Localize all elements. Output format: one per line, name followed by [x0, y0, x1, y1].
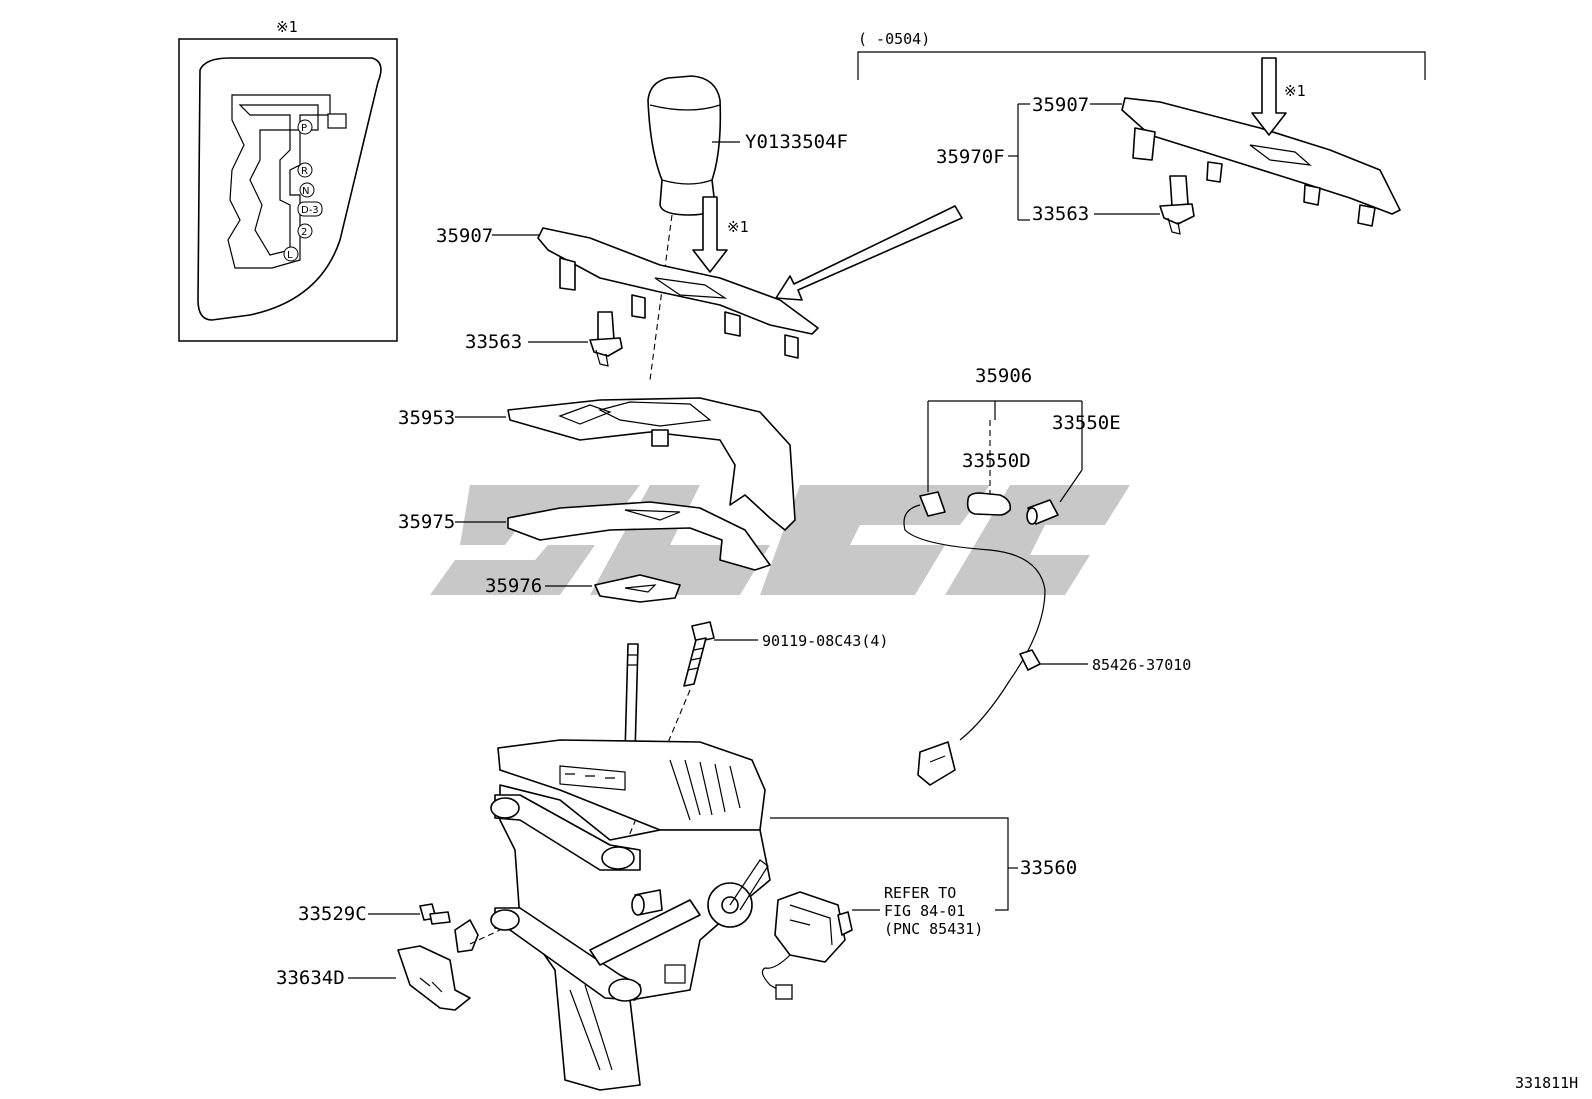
date-range-label: ( -0504) — [858, 30, 930, 48]
label-bolt: 90119-08C43(4) — [762, 632, 888, 650]
bulb-33550d — [966, 492, 1012, 516]
label-wire-clip: 85426-37010 — [1092, 656, 1191, 674]
label-alt-clip: 33563 — [1032, 203, 1089, 225]
wire-clip-85426 — [1019, 649, 1041, 671]
label-refer-2: FIG 84-01 — [884, 902, 965, 920]
label-lower-cover: 35975 — [398, 511, 455, 533]
label-refer-1: REFER TO — [884, 884, 956, 902]
alt-indicator-panel — [1121, 97, 1401, 227]
alt-variant-arrow — [775, 205, 963, 301]
shift-knob — [647, 75, 722, 216]
label-upper-cover: 35953 — [398, 407, 455, 429]
bulb-33550e — [1026, 499, 1059, 525]
date-range-bracket — [857, 51, 1426, 80]
gear-label-d3: D-3 — [301, 205, 319, 216]
note-arrow-down — [692, 196, 728, 273]
label-bulb-set: 35906 — [975, 365, 1032, 387]
label-clip: 33563 — [465, 331, 522, 353]
gear-label-p: P — [301, 123, 307, 134]
label-small-plate: 35976 — [485, 575, 542, 597]
label-panel: 35907 — [436, 225, 493, 247]
upper-cover-35953 — [507, 397, 796, 531]
assembly-axis-upper — [649, 214, 673, 381]
label-bulb-d-text: 33550D — [962, 450, 1031, 472]
label-note-mark: ※1 — [727, 218, 749, 236]
gear-label-l: L — [287, 250, 293, 261]
leader-assembly-upper — [770, 817, 1009, 911]
label-knob: Y0133504F — [745, 131, 848, 153]
shift-lock-solenoid — [761, 891, 853, 1000]
lower-cover-35975 — [507, 501, 771, 571]
alt-clip — [1159, 175, 1195, 235]
bolt-90119 — [683, 621, 715, 687]
label-small-screw: 33529C — [298, 903, 367, 925]
alt-arrow-down — [1251, 57, 1287, 136]
label-assembly: 33560 — [1020, 857, 1077, 879]
gear-label-r: R — [301, 166, 308, 177]
bulb-socket-35906 — [903, 491, 1046, 786]
label-alt-note-mark: ※1 — [1284, 82, 1306, 100]
label-alt-set: 35970F — [936, 146, 1005, 168]
gear-position-labels: P R N D-3 2 L — [283, 119, 323, 262]
label-bulb-e-text: 33550E — [1052, 412, 1121, 434]
shift-lever-assembly-33560 — [490, 643, 771, 1091]
label-alt-panel: 35907 — [1032, 94, 1089, 116]
bracket-33634d — [397, 919, 479, 1011]
figure-id-label: 331811H — [1515, 1074, 1578, 1092]
inset-marker-label: ※1 — [276, 18, 298, 36]
indicator-panel-35907 — [537, 227, 819, 359]
leader-bulb-e — [1059, 469, 1083, 503]
small-plate-35976 — [594, 574, 681, 603]
gear-label-2: 2 — [301, 227, 307, 238]
gear-label-n: N — [302, 186, 309, 197]
screw-33529c — [419, 903, 451, 925]
label-refer-3: (PNC 85431) — [884, 920, 983, 938]
clip-33563 — [589, 311, 623, 367]
assembly-axis-bracket — [469, 929, 501, 945]
label-bracket: 33634D — [276, 967, 345, 989]
inset-gear-indicator: P R N D-3 2 L — [178, 38, 398, 342]
